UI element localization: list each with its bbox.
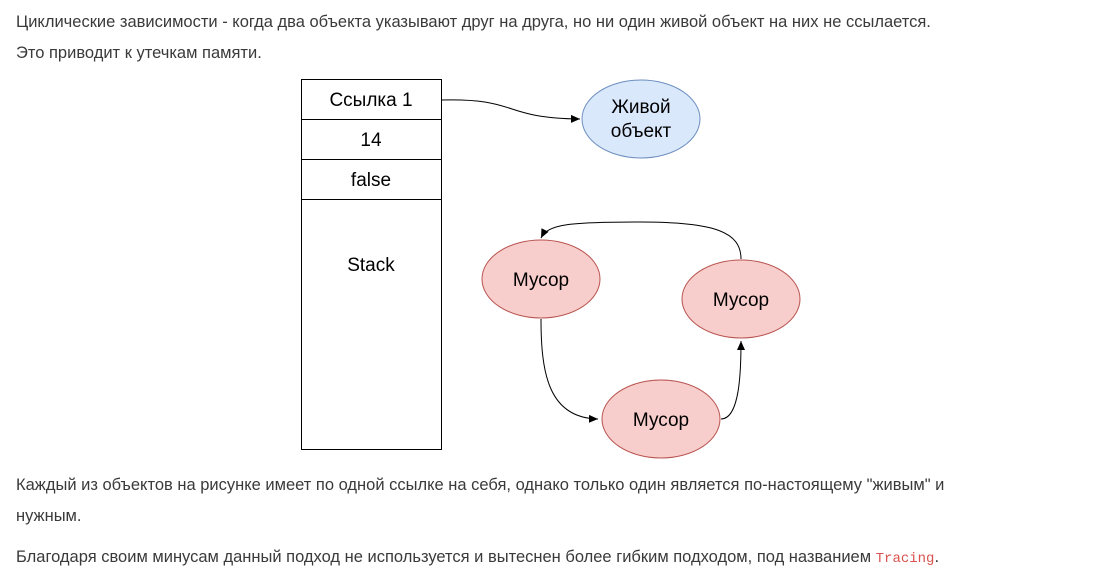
conclusion-paragraph: Благодаря своим минусам данный подход не…	[16, 542, 1096, 575]
stack-label: Stack	[347, 255, 395, 276]
conclusion-text: Благодаря своим минусам данный подход не…	[16, 548, 876, 566]
explanation-paragraph: Каждый из объектов на рисунке имеет по о…	[16, 470, 1096, 532]
explanation-line-1: Каждый из объектов на рисунке имеет по о…	[16, 476, 945, 494]
cycle-arrow-left	[540, 318, 599, 423]
live-object-node: Живой объект	[581, 79, 701, 159]
intro-line-1: Циклические зависимости - когда два объе…	[16, 13, 931, 31]
stack-cell-number: 14	[360, 130, 382, 151]
stack-table: Ссылка 1 14 false Stack	[301, 79, 442, 450]
garbage-label: Мусор	[513, 270, 569, 291]
stack-cell-reference: Ссылка 1	[329, 90, 412, 111]
garbage-label: Мусор	[713, 290, 769, 311]
garbage-node-right: Мусор	[681, 259, 801, 339]
reference-arrow	[440, 99, 581, 123]
stack-cell-boolean: false	[351, 170, 391, 191]
conclusion-period: .	[934, 548, 940, 566]
garbage-label: Мусор	[633, 410, 689, 431]
cycle-arrow-right	[720, 340, 745, 420]
cycle-arrow-top	[540, 221, 742, 260]
garbage-node-bottom: Мусор	[601, 379, 721, 459]
live-object-label-2: объект	[611, 121, 672, 142]
live-object-label-1: Живой	[611, 97, 670, 118]
intro-line-2: Это приводит к утечкам памяти.	[16, 44, 262, 62]
explanation-line-2: нужным.	[16, 507, 82, 525]
garbage-node-left: Мусор	[481, 239, 601, 319]
intro-paragraph: Циклические зависимости - когда два объе…	[16, 7, 1096, 69]
tracing-code: Tracing	[875, 551, 935, 567]
